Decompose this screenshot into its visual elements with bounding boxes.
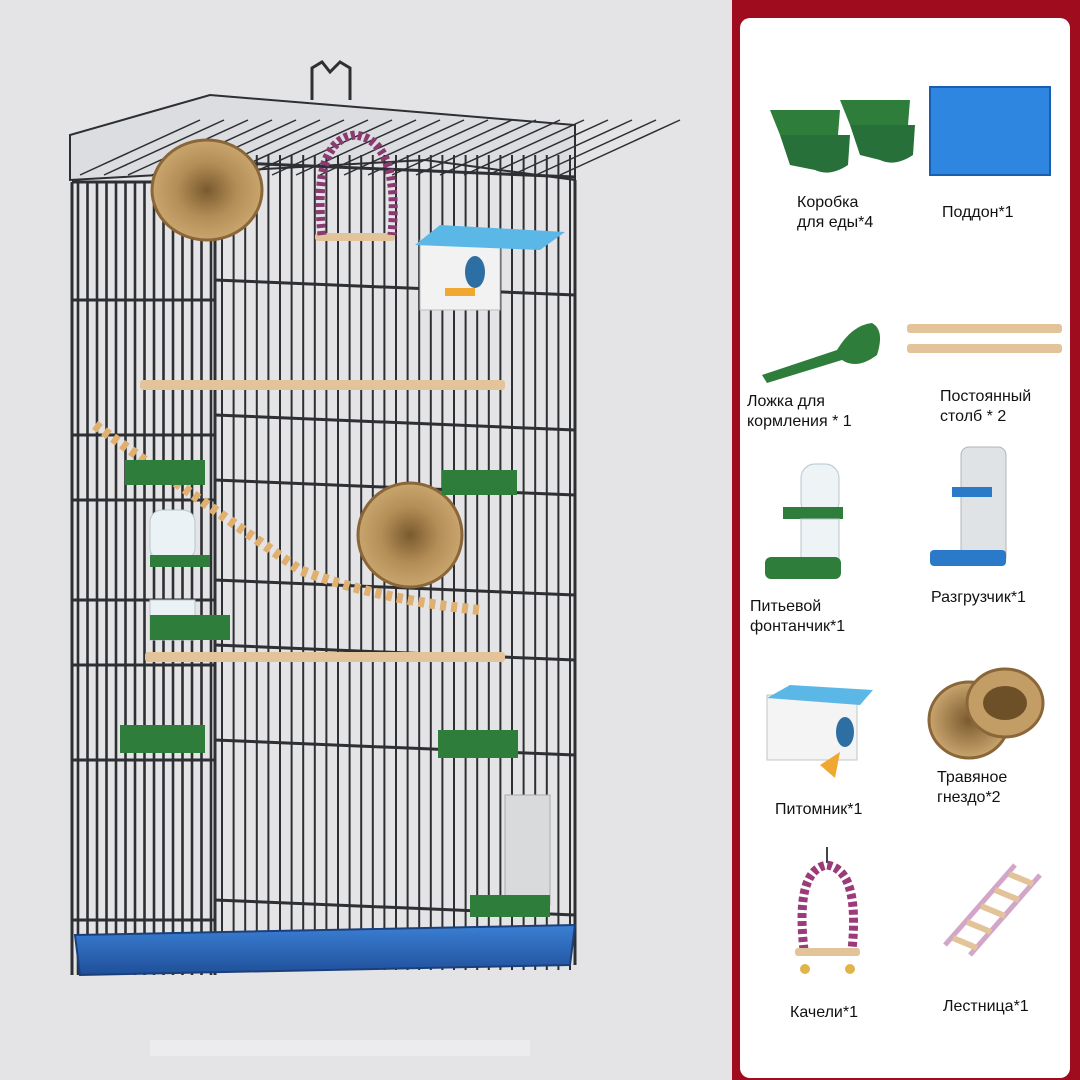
feeding-spoon-icon <box>757 315 887 385</box>
nest-box-icon <box>765 680 875 790</box>
feeding-spoon-label: Ложка для кормления * 1 <box>747 393 852 430</box>
feeder-icon <box>928 445 1018 570</box>
seed-feeder <box>504 794 551 906</box>
food-box-3 <box>120 725 205 753</box>
feeder-label: Разгрузчик*1 <box>931 589 1026 606</box>
grass-nest-middle <box>356 481 464 589</box>
swing-icon <box>790 845 865 980</box>
bird-cage-illustration <box>69 60 681 977</box>
perch-sticks-icon <box>905 322 1065 362</box>
grass-nest-icon <box>927 665 1047 765</box>
water-fountain-bottle <box>149 509 196 561</box>
cage-handle <box>310 60 352 100</box>
perch-sticks-label: Постоянный столб * 2 <box>940 388 1032 425</box>
food-box-1 <box>125 460 205 485</box>
perch-bottom <box>145 652 505 662</box>
perch-top <box>140 380 505 390</box>
food-box-icon <box>760 95 920 190</box>
ladder-label: Лестница*1 <box>943 998 1029 1015</box>
food-box-4 <box>438 730 518 758</box>
food-box-2 <box>442 470 517 495</box>
nest-box <box>419 239 501 311</box>
tray-icon <box>925 85 1055 180</box>
nest-box-label: Питомник*1 <box>775 801 863 818</box>
tray-label: Поддон*1 <box>942 204 1014 221</box>
nest-box-roof <box>415 225 565 250</box>
swing-beads <box>315 130 398 236</box>
drinking-fountain-icon <box>763 462 853 582</box>
swing-perch <box>315 233 395 241</box>
grass-nest-top <box>150 138 264 242</box>
ladder-icon <box>935 860 1050 960</box>
swing-label: Качели*1 <box>790 1004 858 1021</box>
cage-tray <box>73 923 577 977</box>
grass-nest-label: Травяное гнездо*2 <box>937 769 1008 806</box>
cage-photo-area <box>0 0 732 1080</box>
food-box-label: Коробка для еды*4 <box>797 194 874 231</box>
drinking-fountain-label: Питьевой фонтанчик*1 <box>750 598 846 635</box>
